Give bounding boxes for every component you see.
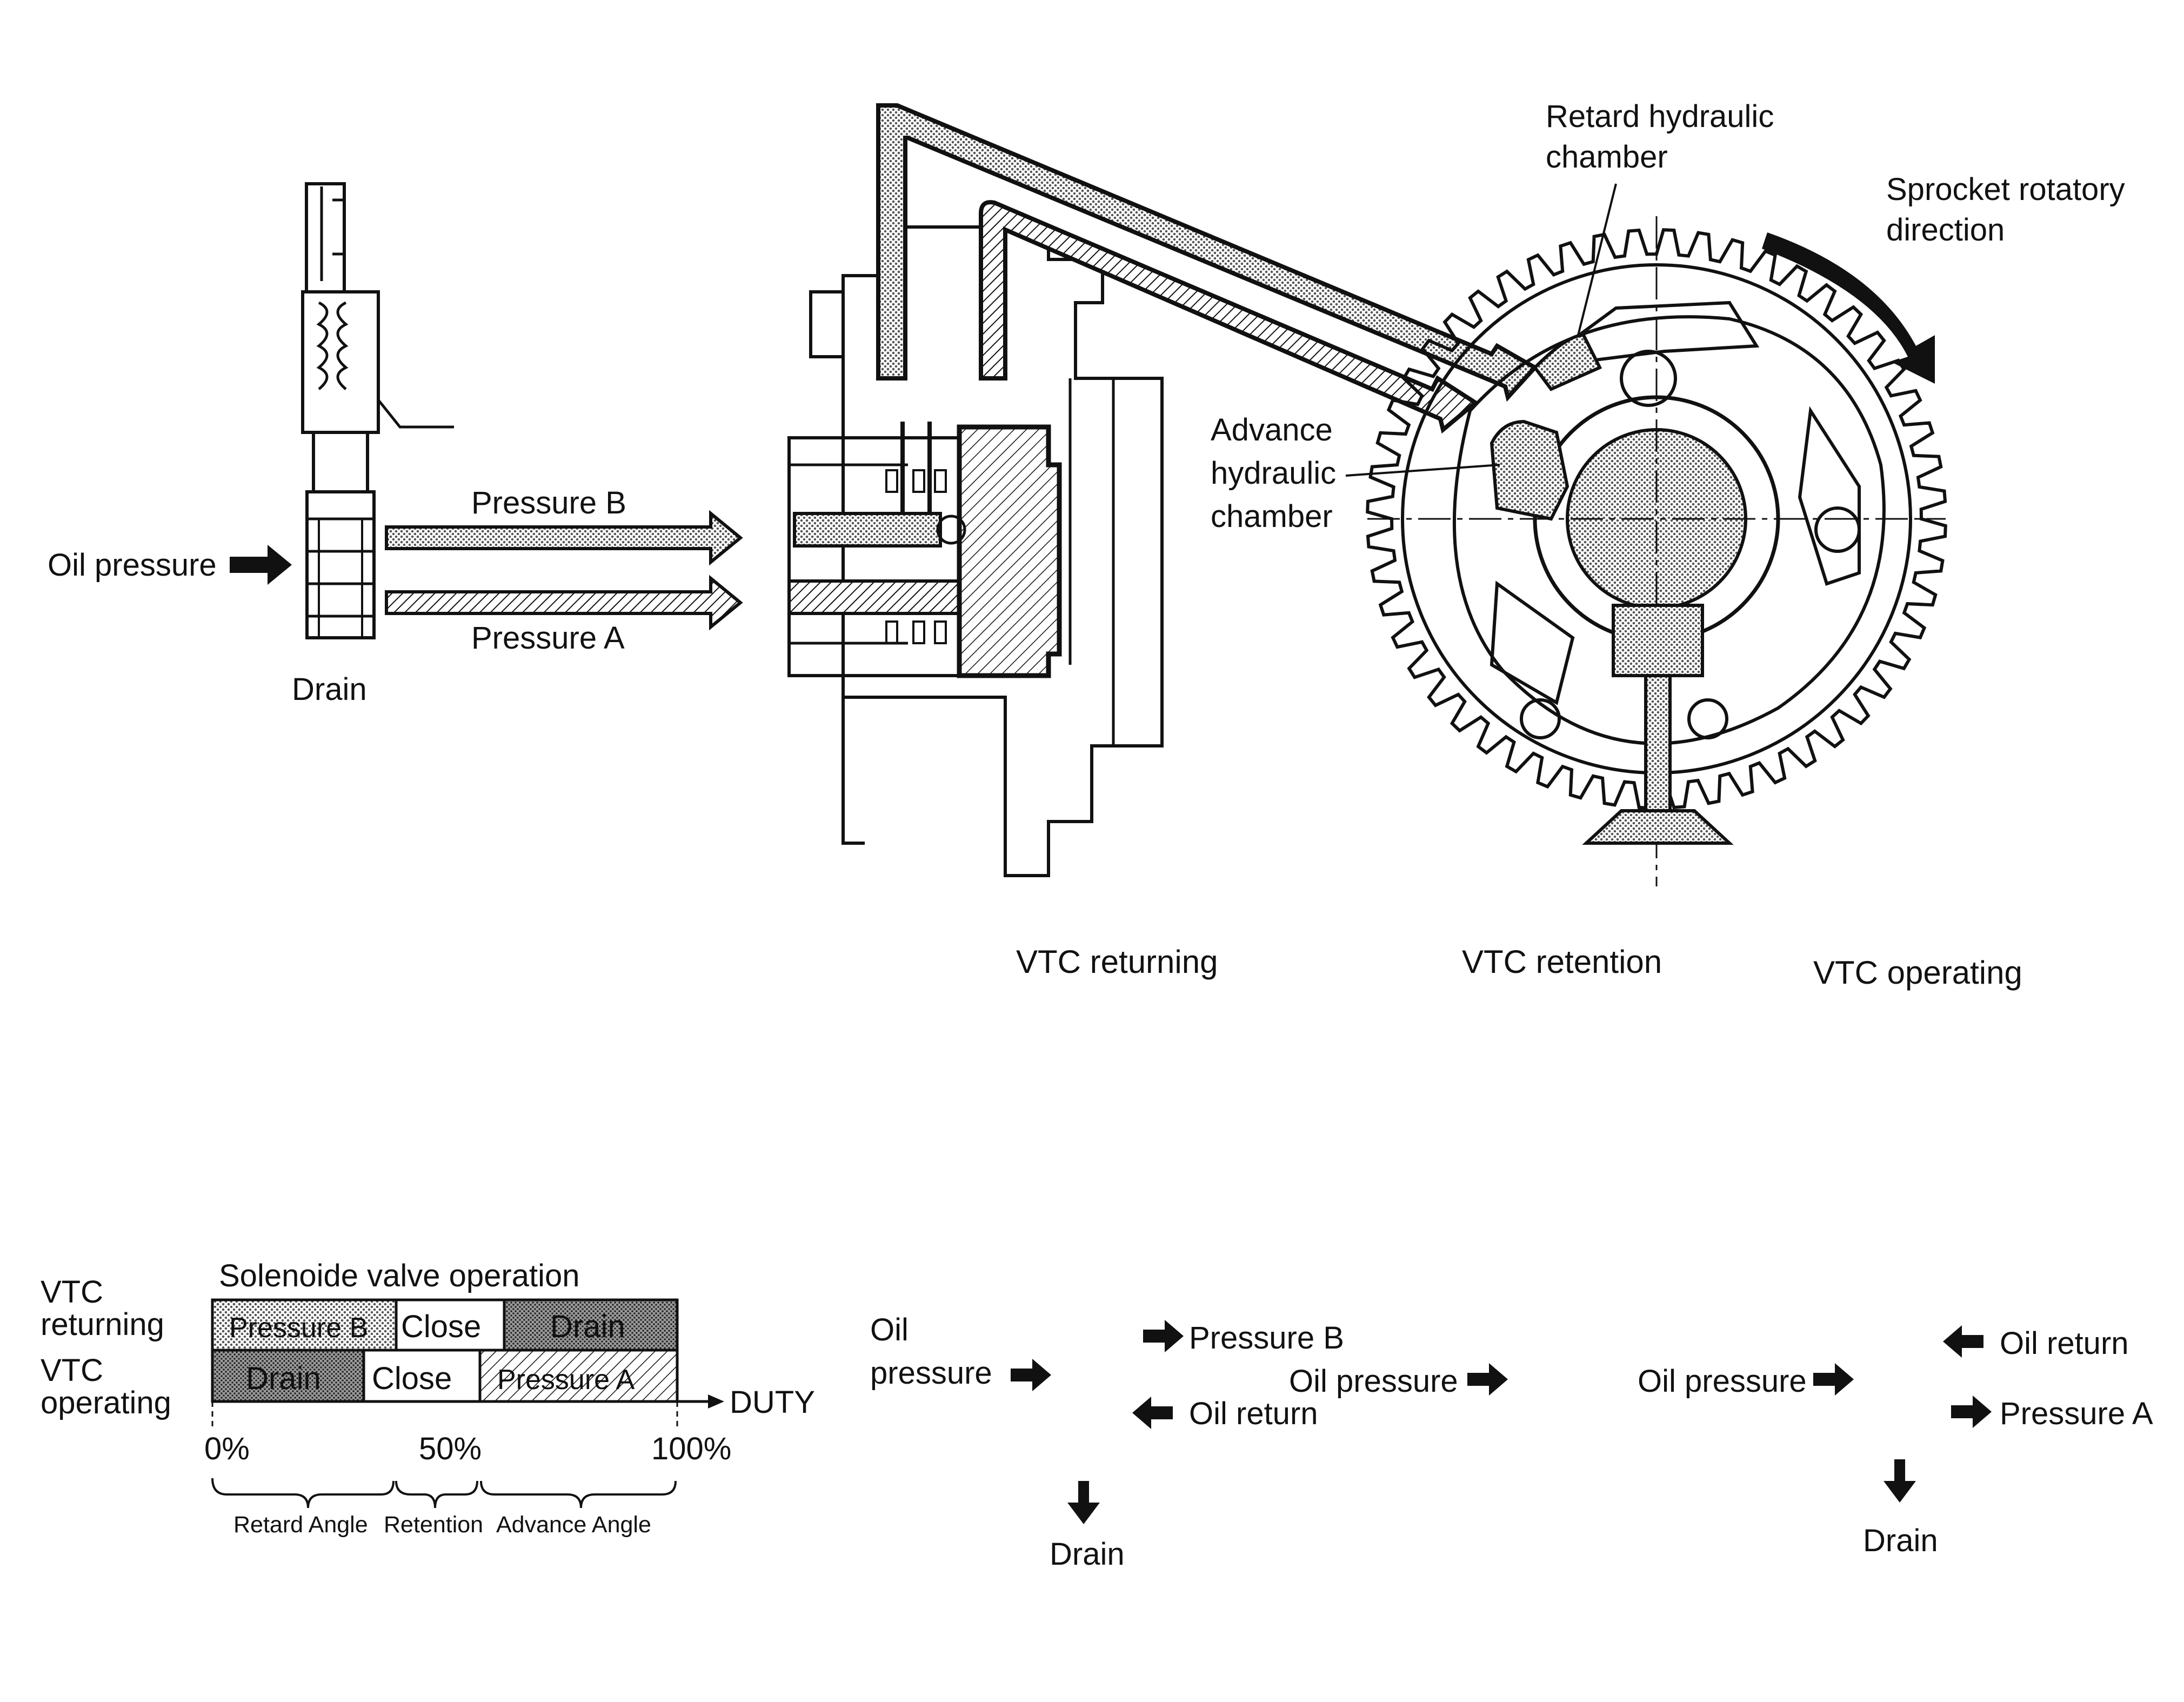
valve-operating-title: VTC operating: [1813, 955, 2022, 991]
retention-oil-in-arrow: [1467, 1363, 1508, 1396]
advance-chamber-label: Advance: [1211, 412, 1333, 448]
duty-chart: Solenoide valve operation VTC returning …: [41, 1258, 815, 1538]
pressure-a-passage: [787, 579, 974, 615]
segment-operating-close: [362, 1349, 482, 1403]
segment-operating-pressure-a: [478, 1349, 679, 1403]
pressure-b-passage: [793, 512, 942, 548]
pressure-b-arrow: [385, 510, 743, 566]
solenoid-valve-top: [301, 182, 454, 639]
sprocket-rotation-arrow: [1762, 232, 1935, 384]
returning-oil-in-arrow: [1011, 1359, 1051, 1391]
segment-returning-drain: [503, 1298, 679, 1352]
valve-returning-drain: Drain: [1050, 1537, 1125, 1572]
drain-label: Drain: [292, 672, 367, 707]
advance-chamber-label-2: hydraulic: [1211, 456, 1336, 491]
valve-returning-title: VTC returning: [1016, 944, 1218, 980]
sprocket: [1366, 216, 1947, 886]
range-advance: Advance Angle: [496, 1512, 651, 1538]
valve-operating-pressure-a: Pressure A: [2000, 1396, 2153, 1431]
seg-text-close-1: Close: [401, 1309, 481, 1344]
seg-text-pressure-b: Pressure B: [229, 1312, 368, 1344]
pressure-b-label: Pressure B: [471, 485, 626, 520]
retard-chamber-label: Retard hydraulic: [1546, 99, 1774, 134]
retard-chamber-label-2: chamber: [1546, 139, 1668, 175]
valve-retention-title: VTC retention: [1462, 944, 1662, 980]
valve-returning-oil-pressure-1: Oil: [870, 1312, 909, 1347]
retard-chamber: [1533, 333, 1602, 391]
tick-100: 100%: [651, 1431, 731, 1466]
tick-50: 50%: [419, 1431, 482, 1466]
row-label-returning-1: VTC: [41, 1274, 103, 1310]
operating-oil-in-arrow: [1813, 1363, 1854, 1396]
row-label-returning-2: returning: [41, 1307, 164, 1342]
pressure-a-label: Pressure A: [471, 620, 625, 656]
oil-pressure-arrow: [230, 545, 292, 585]
operating-pressure-a-arrow: [1951, 1396, 1992, 1428]
lock-pin: [1612, 604, 1704, 677]
tick-0: 0%: [204, 1431, 250, 1466]
sprocket-direction-label-2: direction: [1886, 212, 2005, 248]
valve-returning-pressure-b: Pressure B: [1189, 1320, 1344, 1356]
seg-text-drain-1: Drain: [550, 1309, 625, 1344]
duty-chart-title: Solenoide valve operation: [219, 1258, 579, 1293]
seg-text-drain-2: Drain: [246, 1361, 321, 1396]
cam-rotor: [957, 424, 1062, 678]
advance-passage-pipe: [979, 200, 1479, 434]
camshaft-section: [787, 225, 1164, 877]
operating-oil-return-arrow: [1943, 1325, 1983, 1358]
seg-text-pressure-a: Pressure A: [497, 1364, 635, 1396]
segment-returning-close: [395, 1298, 506, 1352]
range-retention: Retention: [384, 1512, 483, 1538]
row-label-operating-1: VTC: [41, 1353, 103, 1388]
valve-operating-oil-return: Oil return: [2000, 1326, 2129, 1361]
pressure-a-arrow: [385, 575, 743, 631]
seg-text-close-2: Close: [372, 1361, 452, 1396]
returning-pressure-b-arrow: [1143, 1320, 1184, 1352]
range-retard: Retard Angle: [233, 1512, 368, 1538]
advance-chamber-label-3: chamber: [1211, 499, 1333, 534]
valve-retention-oil-pressure: Oil pressure: [1289, 1364, 1458, 1399]
valve-returning-oil-return: Oil return: [1189, 1396, 1318, 1431]
row-label-operating-2: operating: [41, 1385, 171, 1420]
sprocket-direction-label: Sprocket rotatory: [1886, 172, 2125, 207]
valve-operating-drain: Drain: [1863, 1523, 1938, 1558]
segment-operating-drain: [211, 1349, 365, 1403]
valve-operating-oil-pressure: Oil pressure: [1638, 1364, 1807, 1399]
operating-drain-arrow: [1884, 1459, 1916, 1503]
advance-chamber: [1490, 419, 1569, 521]
retard-passage-pipe: [876, 103, 1539, 402]
valve-returning-oil-pressure-2: pressure: [870, 1356, 992, 1391]
duty-axis-label: DUTY: [730, 1385, 815, 1420]
returning-drain-arrow: [1067, 1481, 1100, 1524]
returning-oil-return-arrow: [1132, 1397, 1173, 1429]
oil-pressure-label: Oil pressure: [48, 548, 217, 583]
